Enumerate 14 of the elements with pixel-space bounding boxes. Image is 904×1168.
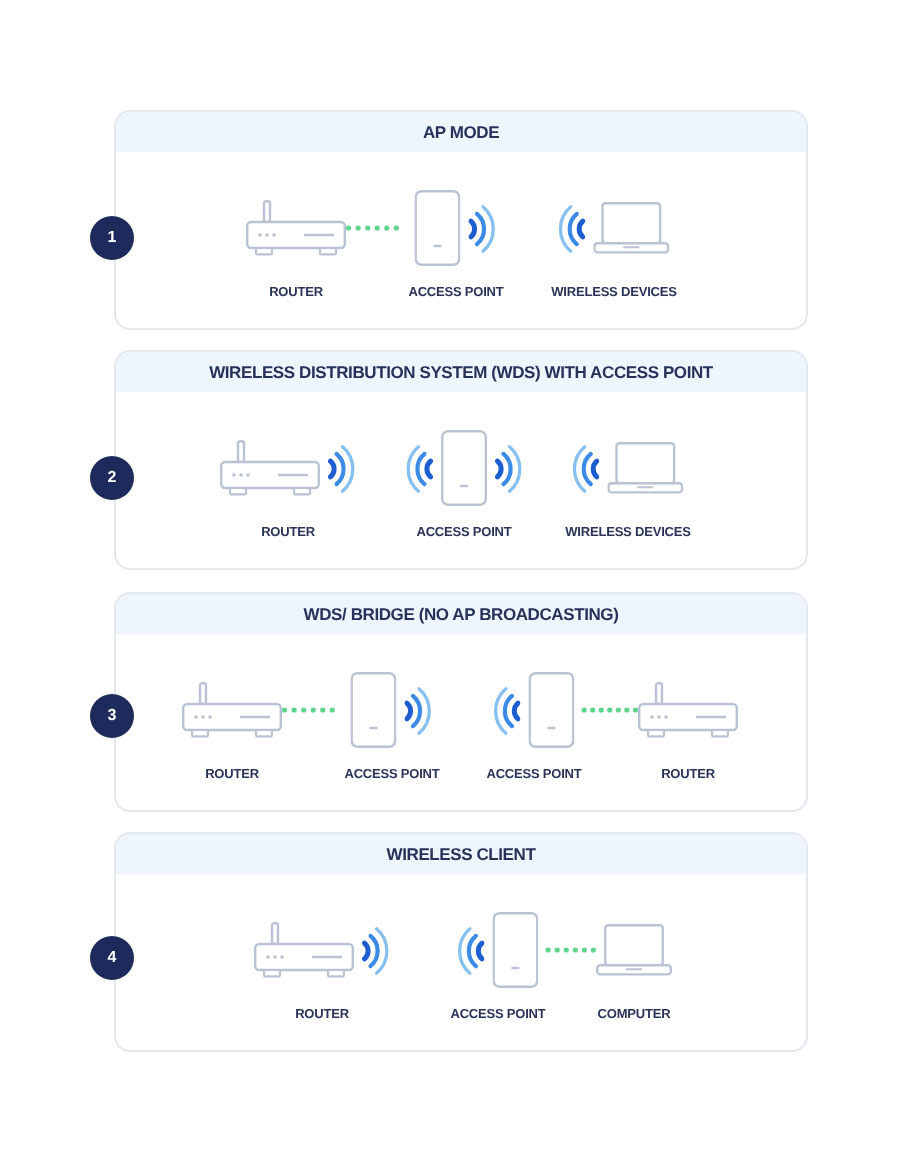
mode-panel <box>114 592 808 812</box>
step-number: 1 <box>90 216 134 260</box>
mode-panel <box>114 110 808 330</box>
mode-panel <box>114 832 808 1052</box>
panel-heading: WDS/ BRIDGE (NO AP BROADCASTING) <box>116 594 806 634</box>
step-number: 2 <box>90 456 134 500</box>
dotted-connector <box>545 947 596 953</box>
step-number: 3 <box>90 694 134 738</box>
panel-heading: WIRELESS DISTRIBUTION SYSTEM (WDS) WITH ACCESS POINT <box>116 352 806 392</box>
step-number: 4 <box>90 936 134 980</box>
mode-panel <box>114 350 808 570</box>
panel-heading: WIRELESS CLIENT <box>116 834 806 874</box>
panel-heading: AP MODE <box>116 112 806 152</box>
dotted-connector <box>581 707 638 713</box>
